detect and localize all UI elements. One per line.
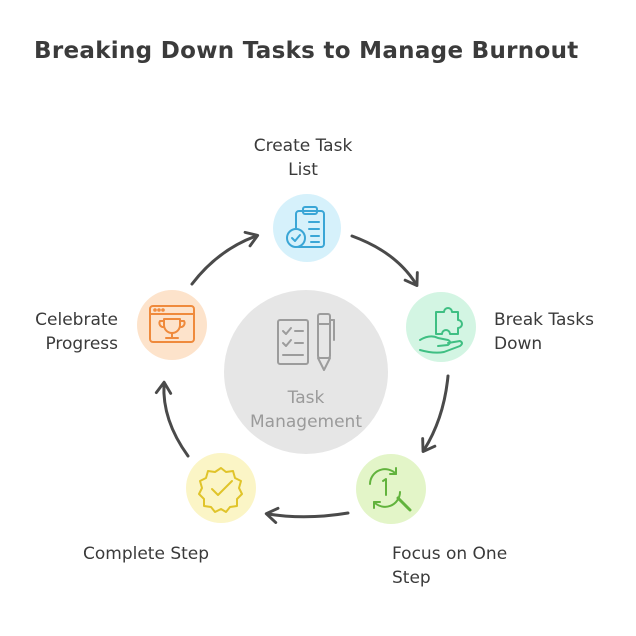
arrow-3-to-4: [264, 506, 350, 524]
step-3-circle: [356, 454, 426, 524]
step-label-create-task-list: Create Task List: [230, 134, 376, 182]
clipboard-check-icon: [286, 206, 325, 248]
trophy-window-icon: [149, 305, 195, 343]
step-1-label-line1: Create Task: [253, 136, 353, 156]
step-2-circle: [406, 292, 476, 362]
step-label-complete-step: Complete Step: [83, 542, 209, 566]
arrow-1-to-2: [350, 234, 419, 287]
center-label-line1: Task: [287, 388, 325, 408]
step-1-label-line2: List: [288, 160, 318, 180]
step-label-focus-on-one-step: Focus on One Step: [392, 542, 507, 590]
badge-check-icon: [198, 467, 243, 513]
diagram-title: Breaking Down Tasks to Manage Burnout: [34, 38, 579, 64]
step-1-circle: [273, 194, 341, 262]
step-5-label-line1: Celebrate: [35, 310, 118, 330]
center-label: Task Management: [226, 386, 386, 434]
arrow-5-to-1: [190, 230, 260, 286]
step-label-break-tasks-down: Break Tasks Down: [494, 308, 594, 356]
step-2-label-line1: Break Tasks: [494, 310, 594, 330]
magnifier-one-icon: [369, 467, 412, 512]
puzzle-hand-icon: [419, 307, 463, 354]
center-circle: [224, 290, 388, 454]
step-5-circle: [137, 290, 207, 360]
step-label-celebrate-progress: Celebrate Progress: [16, 308, 118, 356]
step-3-label-line1: Focus on One: [392, 544, 508, 564]
step-2-label-line2: Down: [494, 334, 543, 354]
step-5-label-line2: Progress: [45, 334, 118, 354]
step-4-circle: [186, 453, 256, 523]
center-label-line2: Management: [250, 412, 362, 432]
step-4-label-line1: Complete Step: [83, 544, 210, 564]
step-3-label-line2: Step: [392, 568, 431, 588]
checklist-pen-icon: [277, 313, 335, 371]
arrow-2-to-3: [421, 374, 450, 453]
arrow-4-to-5: [154, 380, 190, 458]
